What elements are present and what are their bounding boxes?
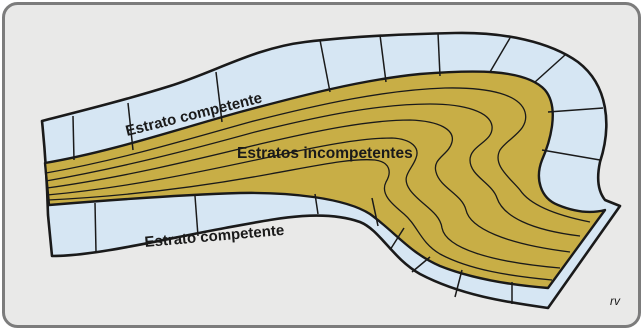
fracture-line [454,269,463,298]
strata-lines [45,87,591,281]
stratum-line [47,159,553,281]
fracture-line [371,197,379,227]
fracture-line [534,54,566,83]
fracture-line [411,256,431,273]
stratum-line [46,119,571,253]
stratum-line [45,103,581,237]
incompetent-layer-band [43,70,607,290]
fracture-line [127,102,134,151]
fracture-line [94,202,97,253]
fracture-line [541,149,601,161]
fracture-line [437,32,441,77]
fracture-line [389,227,405,251]
fracture-line [215,71,223,123]
fracture-lines [72,32,604,304]
fracture-line [194,195,199,237]
stratum-line [46,137,561,269]
fracture-line [72,115,75,161]
fracture-line [314,193,319,215]
signature-mark: rv [610,294,621,308]
fracture-line [489,37,511,73]
fracture-line [379,34,387,83]
middle-layer-label: Estratos incompetentes [237,145,413,162]
stratum-line [45,87,591,223]
fracture-line [547,107,604,113]
fracture-line [319,39,331,93]
